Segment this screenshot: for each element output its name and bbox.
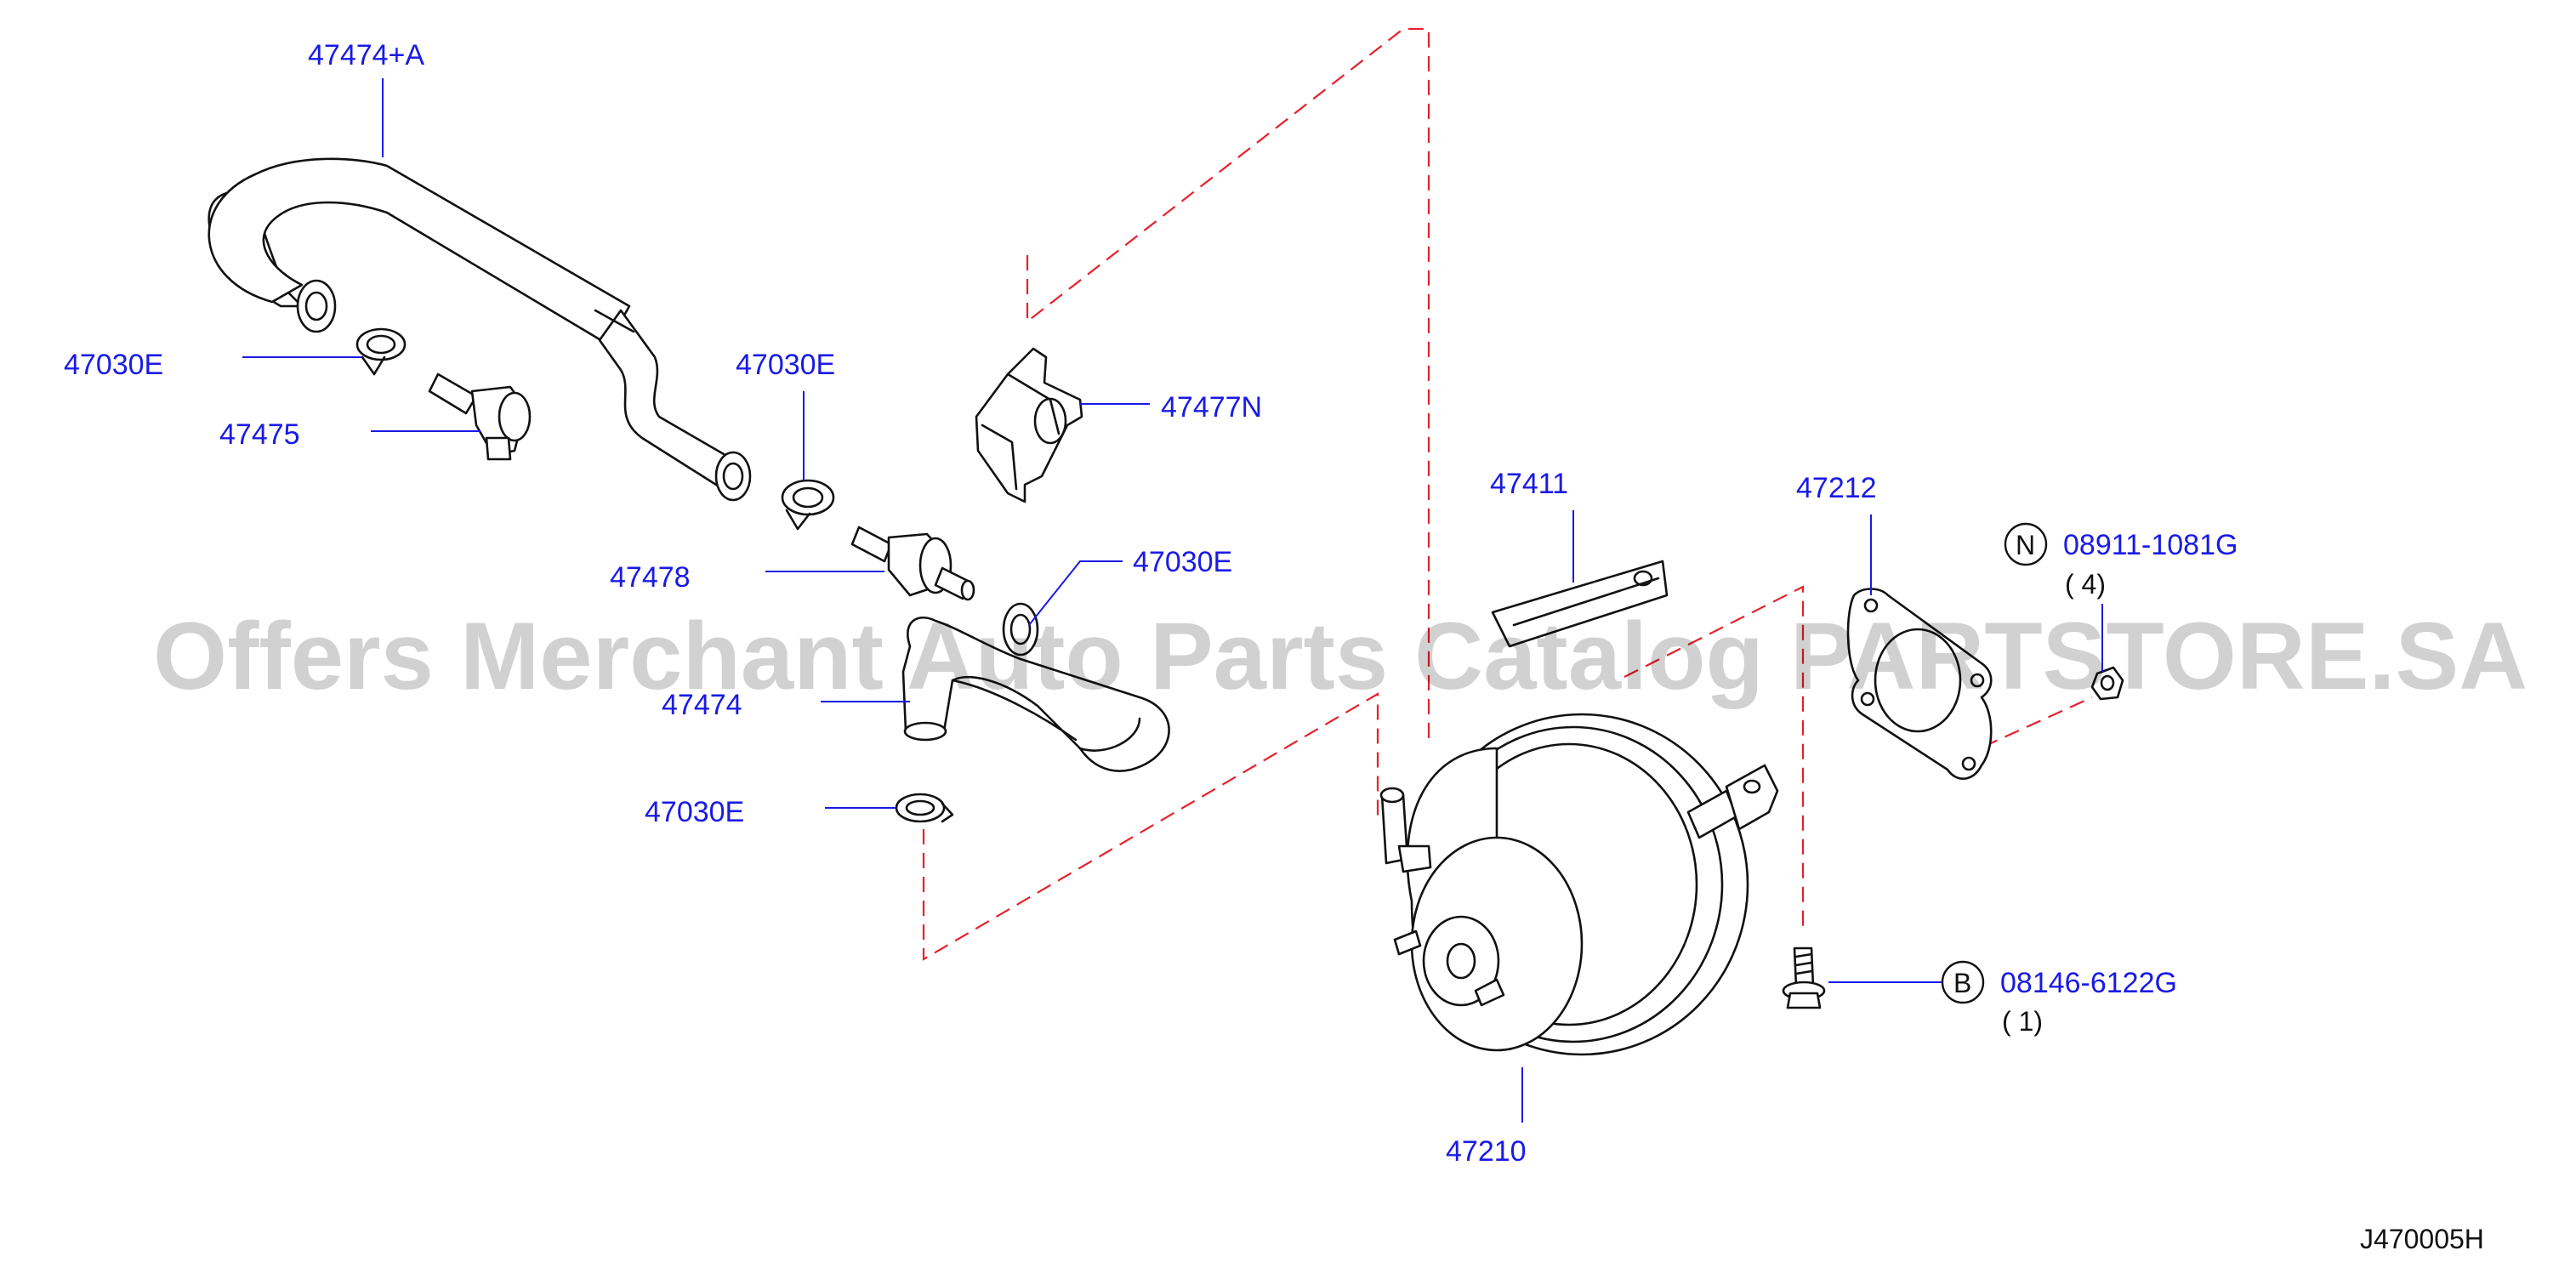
hose-lower-drawing (901, 616, 1170, 772)
label-gasket[interactable]: 47212 (1796, 472, 1877, 504)
label-clamp-mid[interactable]: 47030E (736, 349, 835, 381)
bolt-callout-letter: B (1953, 968, 1971, 998)
nut-callout-circle (2004, 522, 2048, 566)
label-plate[interactable]: 47411 (1490, 468, 1568, 500)
bolt-callout-circle (1941, 960, 1985, 1004)
label-connector[interactable]: 47475 (219, 418, 300, 451)
check-valve-drawing (850, 526, 975, 601)
label-bolt[interactable]: 08146-6122G (2000, 967, 2177, 999)
clamp-top-left-drawing (355, 327, 407, 376)
clamp-right-drawing (1002, 602, 1039, 657)
label-clamp-bottom[interactable]: 47030E (645, 796, 744, 828)
nut-drawing (2090, 666, 2124, 701)
assembly-guide-lines (922, 27, 2093, 961)
label-check-valve[interactable]: 47478 (610, 561, 691, 594)
nut-callout-letter: N (2016, 530, 2035, 560)
leader-lines (242, 78, 2103, 1123)
plate-drawing (1491, 560, 1669, 648)
bolt-callout[interactable]: B 08146-6122G ( 1) (1941, 960, 2177, 1037)
bracket-drawing (975, 347, 1083, 503)
nut-quantity: ( 4) (2065, 569, 2106, 600)
bolt-drawing (1782, 946, 1826, 1009)
watermark: Offers Merchant Auto Parts Catalog PARTS… (153, 603, 2528, 709)
label-booster[interactable]: 47210 (1446, 1135, 1527, 1168)
clamp-mid-drawing (781, 479, 835, 531)
label-clamp-right[interactable]: 47030E (1133, 546, 1232, 578)
diagram-code: J470005H (2360, 1224, 2484, 1254)
label-nut[interactable]: 08911-1081G (2063, 529, 2238, 561)
label-hose-lower[interactable]: 47474 (662, 689, 742, 721)
nut-callout[interactable]: N 08911-1081G ( 4) (2004, 522, 2238, 600)
hose-upper-drawing (208, 157, 752, 502)
label-clamp-top-left[interactable]: 47030E (64, 349, 163, 381)
connector-drawing (428, 372, 532, 461)
label-bracket[interactable]: 47477N (1161, 391, 1262, 424)
bolt-quantity: ( 1) (2002, 1006, 2043, 1037)
clamp-bottom-drawing (895, 793, 954, 823)
label-hose-upper[interactable]: 47474+A (308, 39, 424, 71)
gasket-drawing (1846, 588, 1993, 780)
booster-drawing (1379, 713, 1779, 1056)
